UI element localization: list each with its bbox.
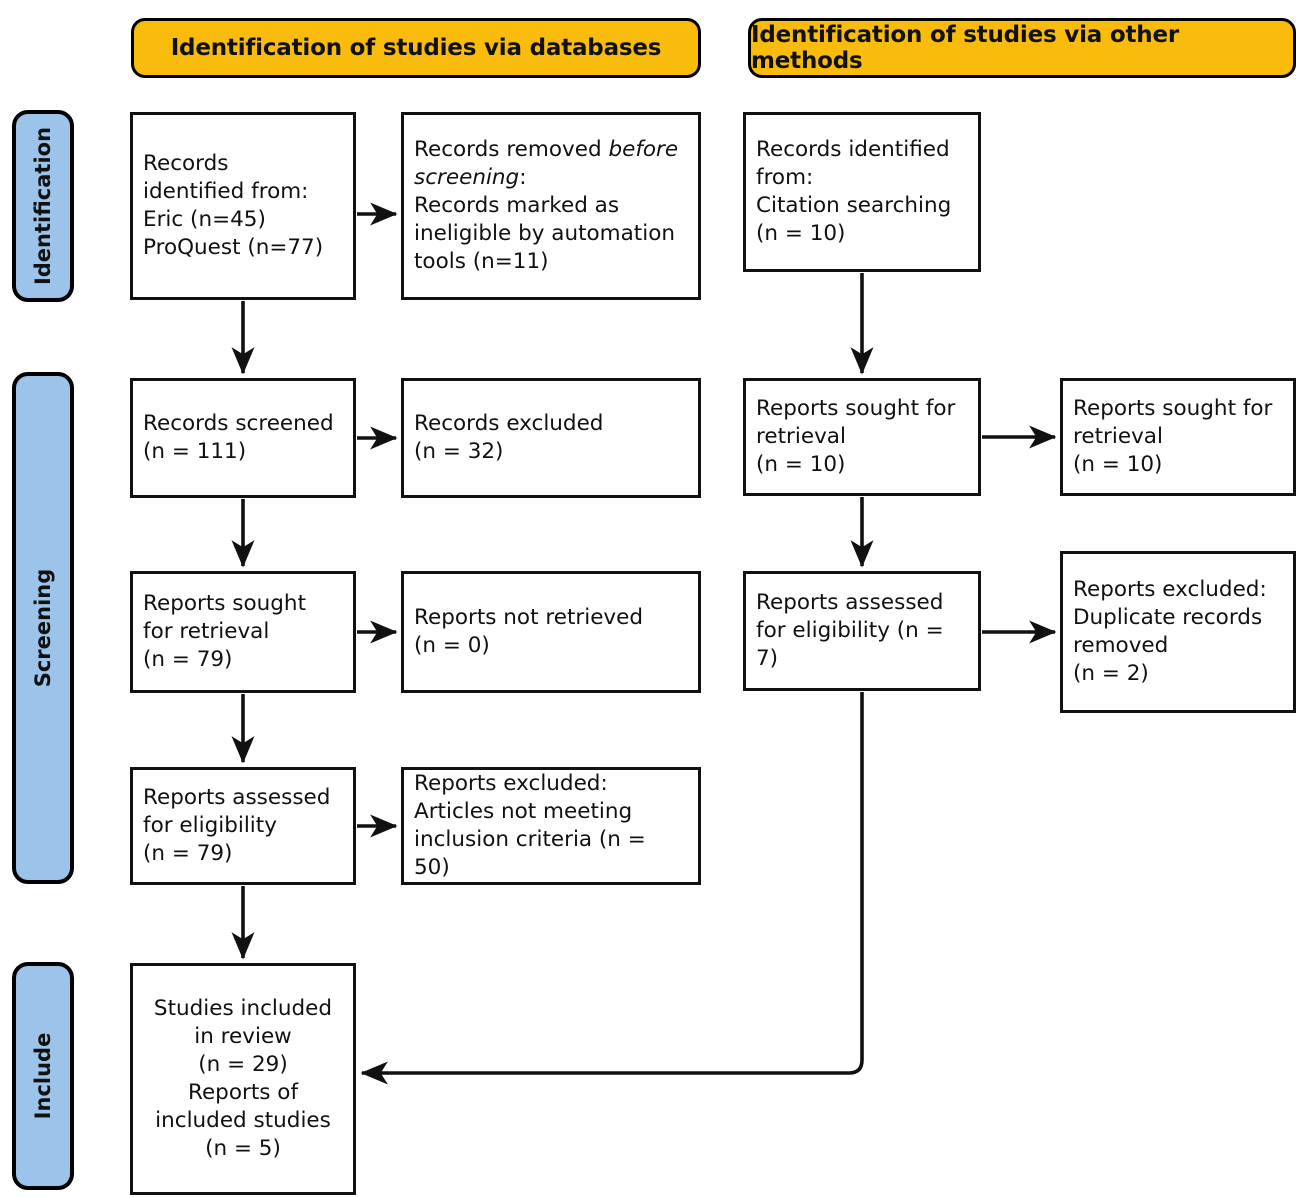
node-line: Eric (n=45) bbox=[143, 207, 266, 232]
node-line-emphasis: before bbox=[608, 136, 679, 162]
node-records-removed-before-screening: Records removed before screening: Record… bbox=[401, 112, 701, 300]
banner-identification-via-other-methods: Identification of studies via other meth… bbox=[748, 18, 1296, 78]
node-line: Reports not retrieved bbox=[414, 604, 644, 630]
node-line: (n = 79) bbox=[143, 841, 233, 867]
node-reports-sought-for-retrieval-other-right: Reports sought for retrieval (n = 10) bbox=[1060, 378, 1296, 496]
stage-label-include: Include bbox=[31, 1032, 55, 1120]
node-line: Records excluded bbox=[414, 410, 604, 436]
node-line: (n = 0) bbox=[414, 633, 490, 658]
node-reports-sought-for-retrieval-databases: Reports sought for retrieval (n = 79) bbox=[130, 571, 356, 693]
node-records-screened: Records screened (n = 111) bbox=[130, 378, 356, 498]
node-line: Records screened bbox=[143, 410, 334, 436]
node-line: (n = 111) bbox=[143, 439, 247, 464]
node-line: (n = 10) bbox=[1073, 452, 1163, 478]
node-line: screening: bbox=[414, 164, 688, 192]
node-line-text: : bbox=[519, 164, 527, 190]
node-line: ProQuest (n=77) bbox=[143, 235, 324, 261]
node-line: Reports assessed bbox=[756, 589, 944, 615]
node-line: Reports assessed bbox=[143, 784, 331, 810]
node-line: Records identified bbox=[756, 136, 950, 162]
node-line: retrieval bbox=[756, 423, 846, 449]
node-line-text: Records removed bbox=[414, 136, 609, 162]
node-line: (n = 29) bbox=[198, 1051, 288, 1077]
node-line: (n = 32) bbox=[414, 439, 504, 464]
stage-bar-identification: Identification bbox=[12, 110, 74, 302]
node-studies-included-in-review: Studies included in review (n = 29) Repo… bbox=[130, 963, 356, 1195]
node-line: Studies included bbox=[153, 995, 333, 1021]
node-line: Reports excluded: bbox=[414, 770, 608, 796]
node-reports-assessed-for-eligibility-other: Reports assessed for eligibility (n = 7) bbox=[743, 571, 981, 691]
node-line: (n = 2) bbox=[1073, 661, 1149, 687]
node-line: Records marked as bbox=[414, 192, 620, 218]
stage-bar-screening: Screening bbox=[12, 372, 74, 884]
node-line: included studies bbox=[155, 1108, 331, 1134]
stage-bar-include: Include bbox=[12, 962, 74, 1190]
node-line: retrieval bbox=[1073, 423, 1163, 449]
node-records-excluded: Records excluded (n = 32) bbox=[401, 378, 701, 498]
banner-identification-via-databases: Identification of studies via databases bbox=[131, 18, 701, 78]
node-line: (n = 79) bbox=[143, 647, 233, 673]
node-line: tools (n=11) bbox=[414, 249, 549, 275]
node-reports-sought-for-retrieval-other: Reports sought for retrieval (n = 10) bbox=[743, 378, 981, 496]
node-line: Records removed before bbox=[414, 136, 688, 164]
node-line: (n = 5) bbox=[205, 1136, 281, 1162]
node-line-emphasis: screening bbox=[414, 164, 520, 190]
node-line: (n = 10) bbox=[756, 452, 846, 478]
stage-label-screening: Screening bbox=[31, 568, 55, 688]
node-line: from: bbox=[756, 164, 814, 190]
node-records-identified-other-methods: Records identified from: Citation search… bbox=[743, 112, 981, 272]
node-line: Citation searching bbox=[756, 193, 952, 218]
node-line: Reports sought bbox=[143, 590, 306, 616]
node-line: for eligibility (n = 7) bbox=[756, 617, 951, 672]
node-line: Reports of bbox=[187, 1080, 299, 1105]
node-line: inclusion criteria (n = 50) bbox=[414, 827, 653, 881]
node-reports-assessed-for-eligibility-databases: Reports assessed for eligibility (n = 79… bbox=[130, 767, 356, 885]
node-line: Reports sought for bbox=[1073, 395, 1273, 421]
node-line: for eligibility bbox=[143, 812, 277, 838]
node-records-identified-databases: Records identified from: Eric (n=45) Pro… bbox=[130, 112, 356, 300]
node-line: Duplicate records bbox=[1073, 604, 1263, 630]
node-reports-excluded-inclusion-criteria: Reports excluded: Articles not meeting i… bbox=[401, 767, 701, 885]
node-line: Articles not meeting bbox=[414, 798, 633, 824]
node-line: for retrieval bbox=[143, 618, 270, 644]
node-line: (n = 10) bbox=[756, 221, 846, 247]
node-reports-excluded-duplicate-records: Reports excluded: Duplicate records remo… bbox=[1060, 551, 1296, 713]
node-line: removed bbox=[1073, 633, 1169, 658]
node-line: in review bbox=[194, 1023, 292, 1049]
node-line: Reports sought for bbox=[756, 395, 956, 421]
stage-label-identification: Identification bbox=[31, 126, 55, 286]
node-line: ineligible by automation bbox=[414, 221, 675, 247]
node-reports-not-retrieved: Reports not retrieved (n = 0) bbox=[401, 571, 701, 693]
node-line: identified from: bbox=[143, 178, 309, 204]
node-line: Reports excluded: bbox=[1073, 576, 1267, 602]
node-line: Records bbox=[143, 150, 229, 176]
